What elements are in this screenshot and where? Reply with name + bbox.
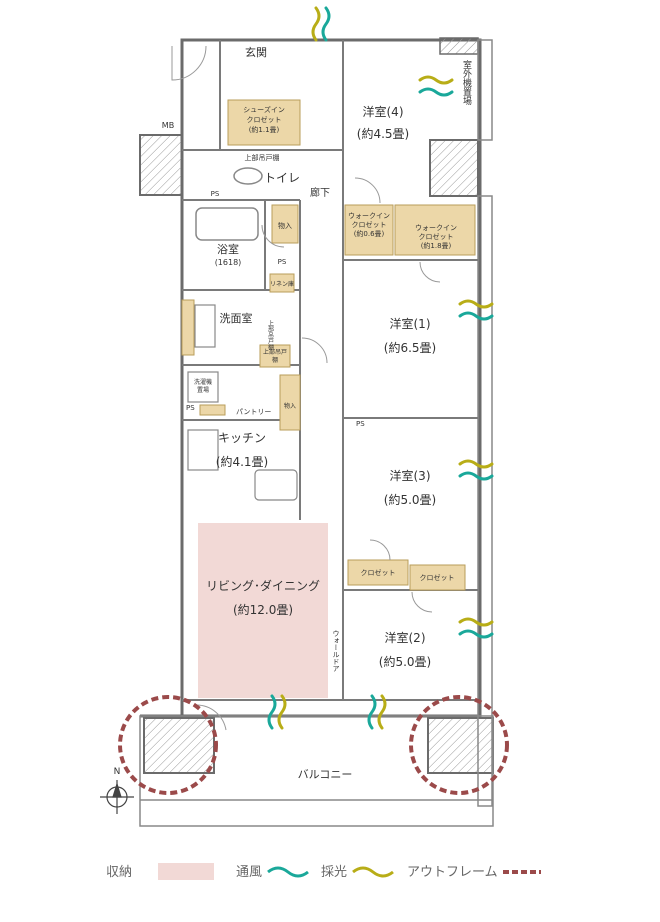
label-entrance: 玄関	[245, 45, 267, 59]
legend-lighting-icon	[352, 866, 394, 878]
washing-machine-space	[187, 371, 219, 403]
wave-markers	[267, 6, 494, 730]
legend-storage-swatch	[158, 863, 214, 880]
label-ps-1: PS	[211, 190, 220, 198]
label-western3: 洋室(3)	[390, 468, 431, 483]
label-kitchen-size: (約4.1畳)	[216, 454, 268, 469]
legend: 収納 通風 採光 アウトフレーム	[106, 863, 541, 880]
label-upper-shelf2: 棚	[272, 356, 278, 364]
legend-lighting-label: 採光	[321, 865, 347, 880]
stove	[187, 429, 219, 471]
label-western2: 洋室(2)	[385, 630, 426, 645]
doors	[171, 45, 441, 731]
label-walkin1: ウォークイン	[348, 212, 390, 220]
label-closet-1: クロゼット	[361, 568, 396, 577]
legend-ventilation-label: 通風	[236, 865, 262, 880]
kitchen-sink	[254, 469, 298, 501]
columns	[139, 37, 494, 774]
label-living-size: (約12.0畳)	[233, 602, 293, 617]
label-ps-2: PS	[278, 258, 287, 266]
label-western4: 洋室(4)	[363, 104, 404, 119]
washbasin	[194, 304, 216, 348]
compass-icon	[100, 780, 134, 814]
interior-walls	[182, 40, 478, 701]
label-western1-size: (約6.5畳)	[384, 340, 436, 355]
label-bathroom: 浴室	[217, 242, 239, 256]
legend-storage-label: 収納	[106, 865, 132, 880]
label-storage-1: 物入	[278, 221, 292, 230]
label-upper-storage-1: 上部吊戸棚	[245, 153, 280, 162]
label-hallway: 廊下	[310, 186, 330, 199]
label-western1: 洋室(1)	[390, 316, 431, 331]
label-walkin2b: クロゼット	[419, 232, 454, 241]
label-storage-2: 物入	[284, 402, 296, 410]
label-closet-2: クロゼット	[420, 573, 455, 582]
balcony-outline	[139, 715, 494, 827]
label-kitchen: キッチン	[218, 431, 266, 445]
legend-ventilation-icon	[267, 866, 309, 878]
label-washroom: 洗面室	[220, 311, 253, 325]
label-upper-storage-2: 上部吊戸棚	[267, 319, 274, 351]
label-ps-3: PS	[186, 404, 195, 412]
label-western4-size: (約4.5畳)	[357, 126, 409, 141]
label-north: N	[114, 767, 121, 777]
bathtub	[195, 207, 259, 241]
label-western2-size: (約5.0畳)	[379, 654, 431, 669]
label-wall-door: ウォールドア	[332, 630, 340, 672]
living-storage-area	[198, 523, 328, 698]
toilet-fixture	[233, 167, 263, 185]
label-walkin2-size: (約1.8畳)	[421, 241, 452, 250]
label-mb: MB	[162, 121, 174, 130]
label-walkin2: ウォークイン	[415, 224, 457, 232]
label-balcony: バルコニー	[298, 768, 353, 781]
east-wall-outer	[477, 195, 493, 807]
label-western3-size: (約5.0畳)	[384, 492, 436, 507]
outdoor-unit-wall	[477, 39, 493, 141]
label-dryer2: 置場	[197, 386, 209, 394]
label-bathroom-size: (1618)	[215, 258, 242, 267]
label-linen: リネン庫	[270, 280, 294, 288]
label-walkin1-size: (約0.6畳)	[354, 229, 385, 238]
label-living: リビング･ダイニング	[206, 578, 320, 593]
legend-outframe-label: アウトフレーム	[407, 865, 498, 880]
label-walkin1b: クロゼット	[352, 220, 387, 229]
label-dryer: 洗濯機	[194, 378, 212, 386]
label-outdoor-storage: 室外機置場	[461, 59, 472, 106]
outframe-markers	[118, 695, 509, 795]
label-shoe-closet2: クロゼット	[247, 115, 282, 124]
label-shoe-closet: シューズイン	[243, 105, 285, 114]
label-shoe-closet-size: (約1.1畳)	[249, 125, 280, 134]
label-ps-4: PS	[356, 420, 365, 428]
label-upper-shelf: 上部吊戸	[263, 348, 287, 356]
label-toilet: トイレ	[264, 171, 300, 185]
label-pantry: パントリー	[236, 408, 271, 416]
closets	[181, 99, 476, 591]
